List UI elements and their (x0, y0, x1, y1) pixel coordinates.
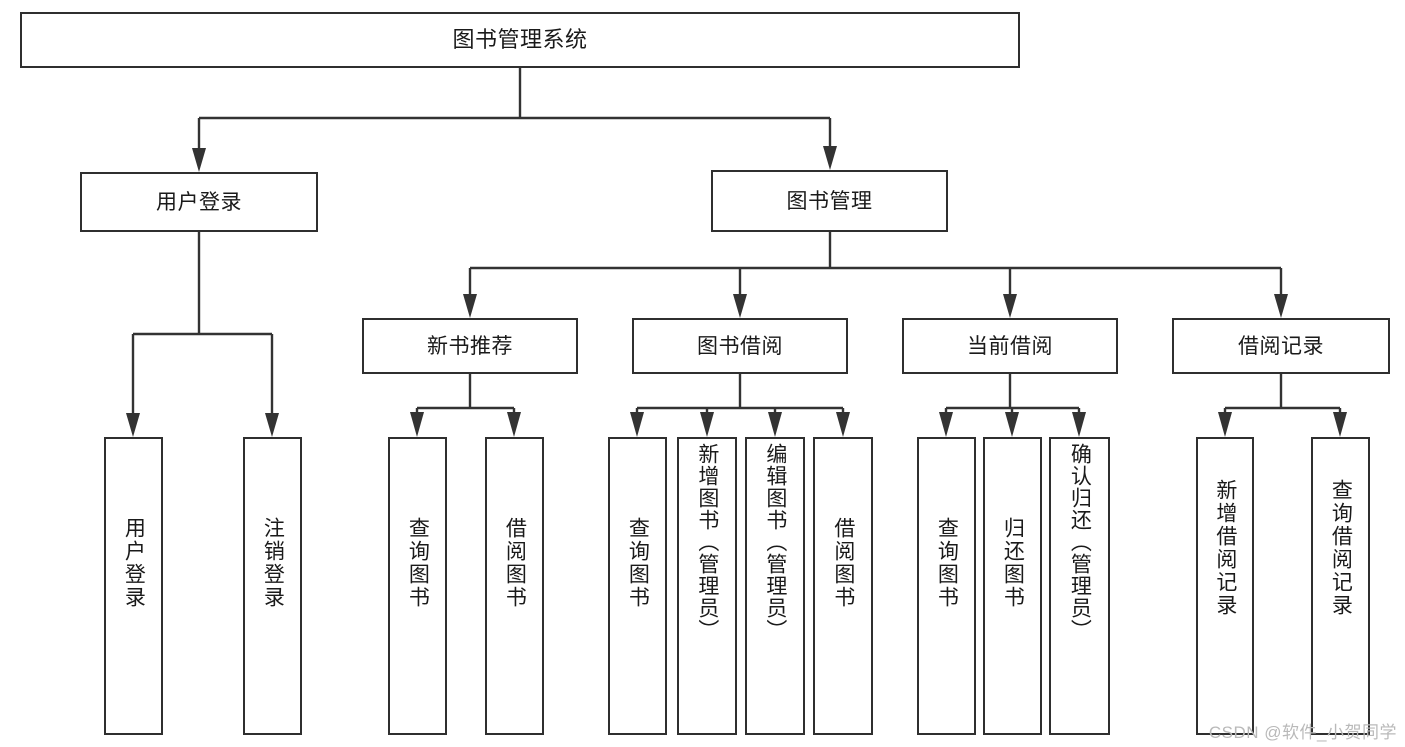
node-label: 新书推荐 (427, 334, 513, 358)
node-current-borrow[interactable]: 当前借阅 (902, 318, 1118, 374)
leaf-query-book-recommend[interactable]: 查询图书 (388, 437, 447, 735)
node-label: 用户登录 (122, 517, 146, 609)
node-book-borrow[interactable]: 图书借阅 (632, 318, 848, 374)
node-label: 编辑图书（管理员） (763, 443, 787, 641)
node-label: 新增图书（管理员） (695, 443, 719, 641)
leaf-add-book[interactable]: 新增图书（管理员） (677, 437, 737, 735)
node-label: 借阅图书 (831, 517, 855, 609)
connector-newbook-to-leaves (410, 374, 521, 437)
leaf-confirm-return[interactable]: 确认归还（管理员） (1049, 437, 1110, 735)
node-label: 借阅图书 (503, 517, 527, 609)
node-label: 图书管理 (786, 189, 873, 213)
node-label: 查询图书 (626, 517, 650, 609)
connector-userlogin-to-leaves (126, 232, 279, 437)
node-book-manage[interactable]: 图书管理 (711, 170, 948, 232)
connector-borrowrecord-to-leaves (1218, 374, 1347, 437)
connector-bookborrow-to-leaves (630, 374, 850, 437)
leaf-user-login[interactable]: 用户登录 (104, 437, 163, 735)
leaf-return-book[interactable]: 归还图书 (983, 437, 1042, 735)
connector-bookmanage-to-level3 (463, 232, 1288, 318)
leaf-user-logout[interactable]: 注销登录 (243, 437, 302, 735)
leaf-add-borrow-record[interactable]: 新增借阅记录 (1196, 437, 1254, 735)
leaf-query-book-borrow[interactable]: 查询图书 (608, 437, 667, 735)
node-label: 图书借阅 (697, 334, 783, 358)
node-label: 确认归还（管理员） (1068, 443, 1092, 641)
node-label: 借阅记录 (1238, 334, 1324, 358)
node-label: 图书管理系统 (452, 27, 588, 52)
node-label: 查询图书 (935, 517, 959, 609)
node-label: 用户登录 (156, 190, 242, 214)
node-label: 查询图书 (406, 517, 430, 609)
node-user-login[interactable]: 用户登录 (80, 172, 318, 232)
leaf-query-borrow-record[interactable]: 查询借阅记录 (1311, 437, 1370, 735)
leaf-borrow-book-borrow[interactable]: 借阅图书 (813, 437, 873, 735)
csdn-watermark: CSDN @软件_小贺同学 (1208, 723, 1397, 742)
node-label: 查询借阅记录 (1329, 479, 1353, 617)
node-label: 新增借阅记录 (1213, 479, 1237, 617)
node-label: 注销登录 (261, 517, 285, 609)
node-root-system[interactable]: 图书管理系统 (20, 12, 1020, 68)
connector-root-to-level2 (192, 68, 837, 172)
leaf-query-book-current[interactable]: 查询图书 (917, 437, 976, 735)
node-label: 归还图书 (1001, 517, 1025, 609)
node-label: 当前借阅 (967, 334, 1053, 358)
leaf-borrow-book-recommend[interactable]: 借阅图书 (485, 437, 544, 735)
node-new-book-recommend[interactable]: 新书推荐 (362, 318, 578, 374)
node-borrow-record[interactable]: 借阅记录 (1172, 318, 1390, 374)
connector-currentborrow-to-leaves (939, 374, 1086, 437)
leaf-edit-book[interactable]: 编辑图书（管理员） (745, 437, 805, 735)
